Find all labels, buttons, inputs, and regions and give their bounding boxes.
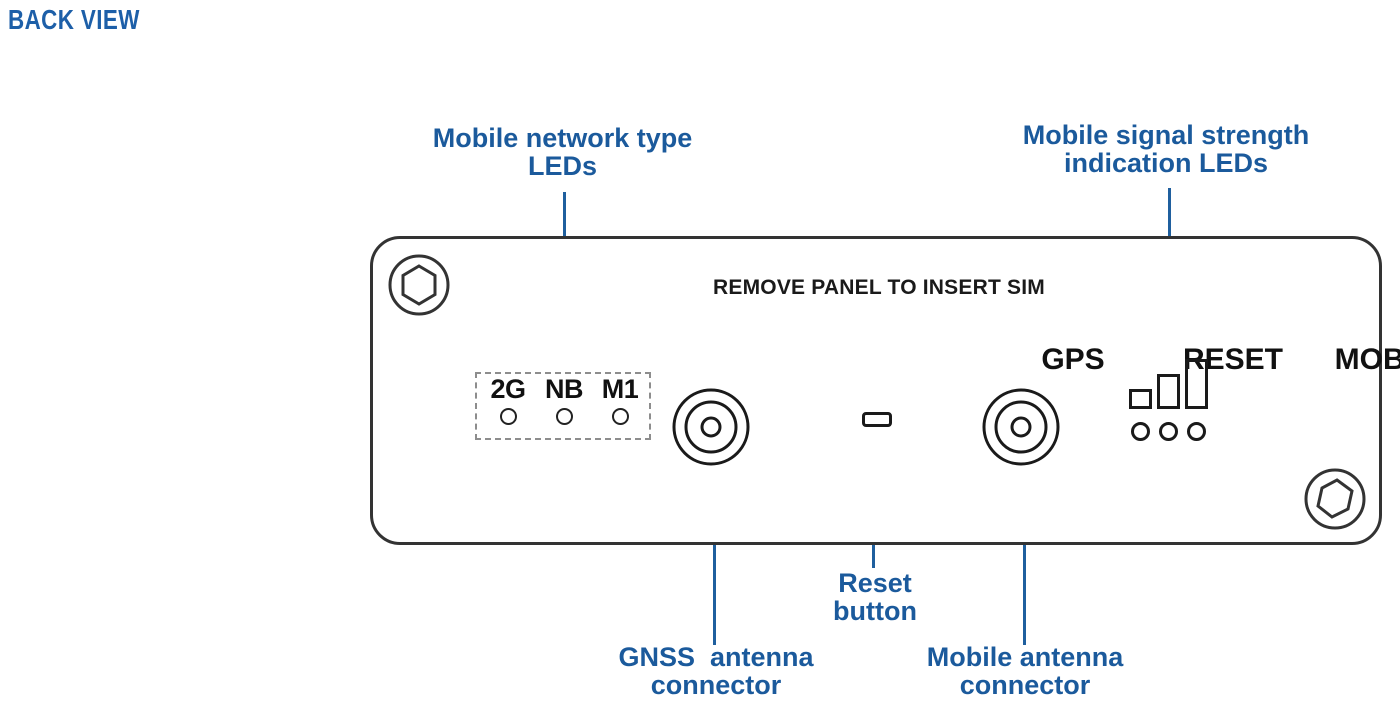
led-label-2g: 2G: [490, 374, 526, 404]
mobile-antenna-connector[interactable]: [981, 387, 1061, 472]
hex-screw-icon: [387, 253, 451, 322]
callout-label-network-type: Mobile network type LEDs: [432, 123, 693, 181]
device-back-panel: REMOVE PANEL TO INSERT SIM 2G NB: [370, 236, 1400, 545]
panel-header-text: REMOVE PANEL TO INSERT SIM: [713, 276, 1045, 299]
callout-label-reset-button: Reset button: [833, 568, 917, 626]
led-column-m1: M1: [593, 376, 647, 425]
network-type-led-group: 2G NB M1: [475, 372, 651, 440]
signal-strength-led-group: [1125, 359, 1217, 441]
led-column-nb: NB: [537, 376, 591, 425]
callout-label-gnss-connector: GNSS antenna connector: [618, 642, 814, 700]
signal-bar-1-icon: [1129, 389, 1152, 409]
leader-line-mobile-connector: [1023, 464, 1026, 645]
callout-label-signal-strength: Mobile signal strength indication LEDs: [1022, 120, 1310, 178]
reset-button[interactable]: [862, 412, 892, 427]
signal-bar-3-icon: [1185, 359, 1208, 409]
led-column-2g: 2G: [481, 376, 535, 425]
signal-bar-2-icon: [1157, 374, 1180, 409]
signal-led-3: [1187, 422, 1206, 441]
signal-led-2: [1159, 422, 1178, 441]
hex-screw-icon: [1303, 467, 1367, 536]
port-label-gps: GPS: [1041, 343, 1105, 376]
led-indicator-nb: [555, 408, 573, 425]
gnss-antenna-connector[interactable]: [671, 387, 751, 472]
led-label-m1: M1: [601, 374, 639, 404]
led-indicator-2g: [499, 408, 517, 425]
led-indicator-m1: [611, 408, 629, 425]
led-label-nb: NB: [545, 374, 584, 404]
page-title: BACK VIEW: [8, 4, 140, 35]
port-label-mobile: MOBILE: [1334, 343, 1400, 376]
signal-led-1: [1131, 422, 1150, 441]
leader-line-gnss-connector: [713, 464, 716, 645]
callout-label-mobile-connector: Mobile antenna connector: [926, 642, 1124, 700]
